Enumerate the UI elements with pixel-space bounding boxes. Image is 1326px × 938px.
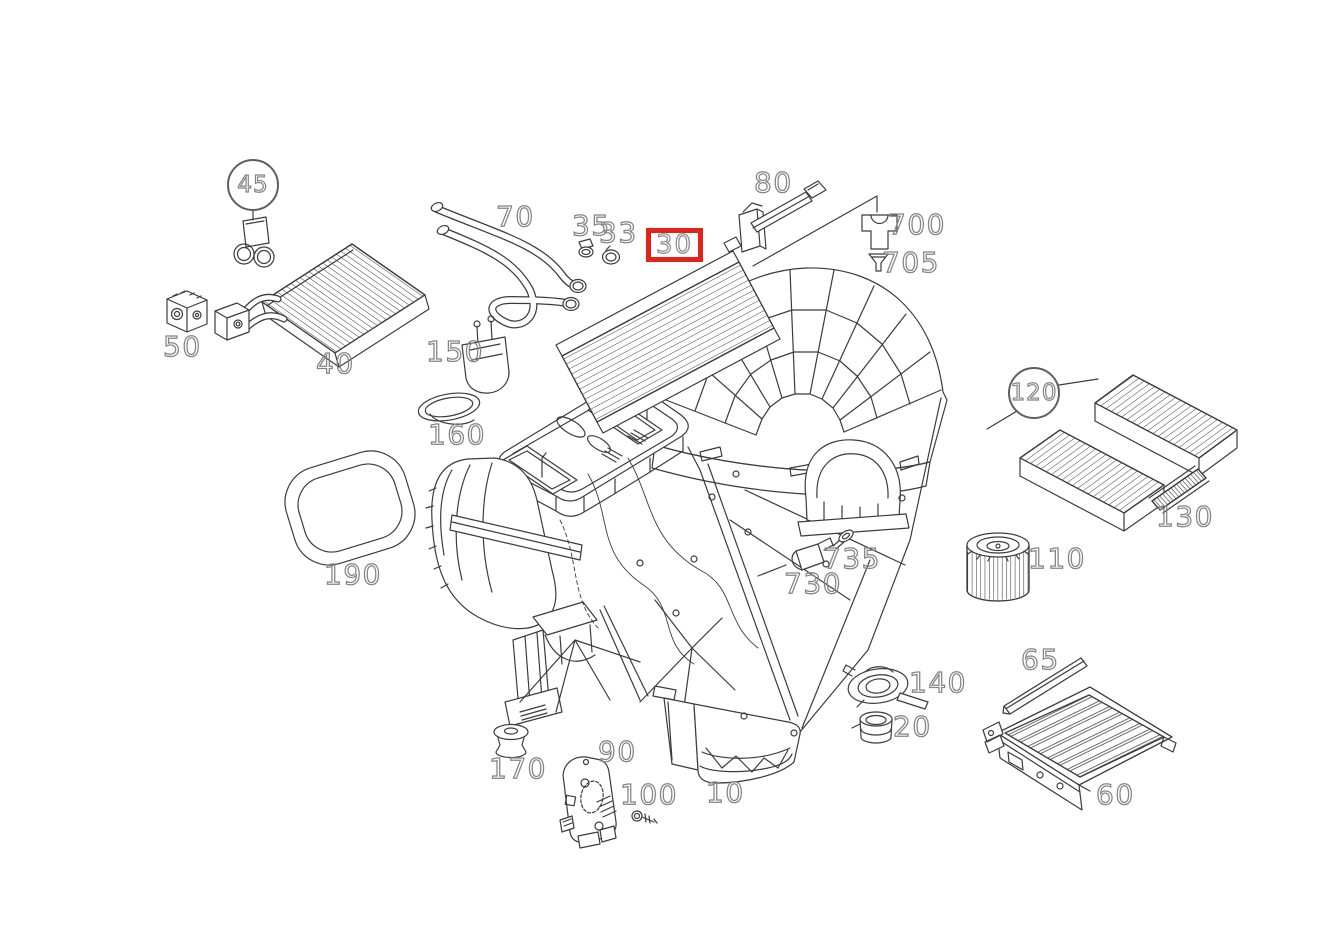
part-label-705[interactable]: 705 (881, 246, 940, 279)
part-170-grommet (493, 723, 529, 759)
part-40-evaporator (214, 243, 430, 368)
housing-blower-scroll (804, 439, 901, 501)
part-label-50[interactable]: 50 (162, 330, 202, 363)
part-label-10[interactable]: 10 (705, 776, 745, 809)
housing-wiring (587, 457, 759, 665)
housing-screws (636, 470, 906, 617)
part-label-80[interactable]: 80 (753, 166, 793, 199)
grease-funnel-icon (868, 253, 889, 272)
part-label-110[interactable]: 110 (1027, 542, 1086, 575)
part-label-140[interactable]: 140 (908, 666, 967, 699)
part-label-190[interactable]: 190 (323, 558, 382, 591)
part-label-100[interactable]: 100 (619, 778, 678, 811)
part-10-lower-duct (652, 685, 801, 784)
part-callout-45[interactable]: 45 (227, 159, 279, 211)
part-190-housing-seal (284, 450, 416, 566)
part-label-735[interactable]: 735 (822, 542, 881, 575)
hose-clamp-icon (861, 214, 898, 250)
part-callout-120[interactable]: 120 (1008, 367, 1060, 419)
deck-opening-sw (502, 445, 578, 495)
housing-right-panel (799, 397, 942, 733)
selected-part-highlight-30[interactable]: 30 (646, 228, 703, 262)
part-20-grommet (851, 711, 893, 744)
part-150-bracket (461, 315, 510, 394)
part-60-ptc-heater (982, 686, 1177, 811)
part-label-33[interactable]: 33 (598, 216, 638, 249)
part-140-actuator (842, 664, 929, 710)
part-label-170[interactable]: 170 (488, 752, 547, 785)
part-label-40[interactable]: 40 (315, 347, 355, 380)
housing-struts (519, 599, 736, 723)
part-30-heater-core (551, 236, 781, 434)
part-160-oval-seal (417, 392, 481, 425)
part-735-clip (832, 529, 854, 550)
callout-120-leader (986, 378, 1099, 430)
part-label-20[interactable]: 20 (892, 710, 932, 743)
leader-730 (757, 564, 787, 577)
part-label-35[interactable]: 35 (571, 209, 611, 242)
part-33-ring-clamp (601, 245, 621, 265)
part-100-screw (631, 810, 658, 824)
part-120-cabin-filters (986, 374, 1238, 532)
part-730-sensor-plug (757, 537, 834, 577)
part-45-o-rings (233, 210, 275, 268)
housing-bracket (532, 601, 598, 636)
part-label-70[interactable]: 70 (495, 200, 535, 233)
part-label-150[interactable]: 150 (425, 335, 484, 368)
deck-skirt (505, 436, 684, 517)
part-35-screw-clamp (578, 238, 594, 258)
part-label-700[interactable]: 700 (887, 208, 946, 241)
evaporator-pipe-flange (214, 302, 250, 341)
part-90-actuator-housing (559, 756, 617, 849)
part-label-65[interactable]: 65 (1020, 643, 1060, 676)
leader-700 (752, 195, 878, 267)
part-70-heater-hoses (430, 201, 587, 329)
part-label-160[interactable]: 160 (427, 418, 486, 451)
part-label-730[interactable]: 730 (783, 567, 842, 600)
part-label-60[interactable]: 60 (1095, 778, 1135, 811)
housing-left-pod (431, 457, 557, 630)
part-80-bracket (738, 180, 827, 253)
part-label-90[interactable]: 90 (597, 735, 637, 768)
part-50-valve-block (166, 290, 208, 333)
part-130-grille (1148, 465, 1210, 514)
part-65-seal-strip (1002, 657, 1088, 715)
part-label-130[interactable]: 130 (1155, 500, 1214, 533)
part-110-blower-wheel (966, 532, 1030, 602)
